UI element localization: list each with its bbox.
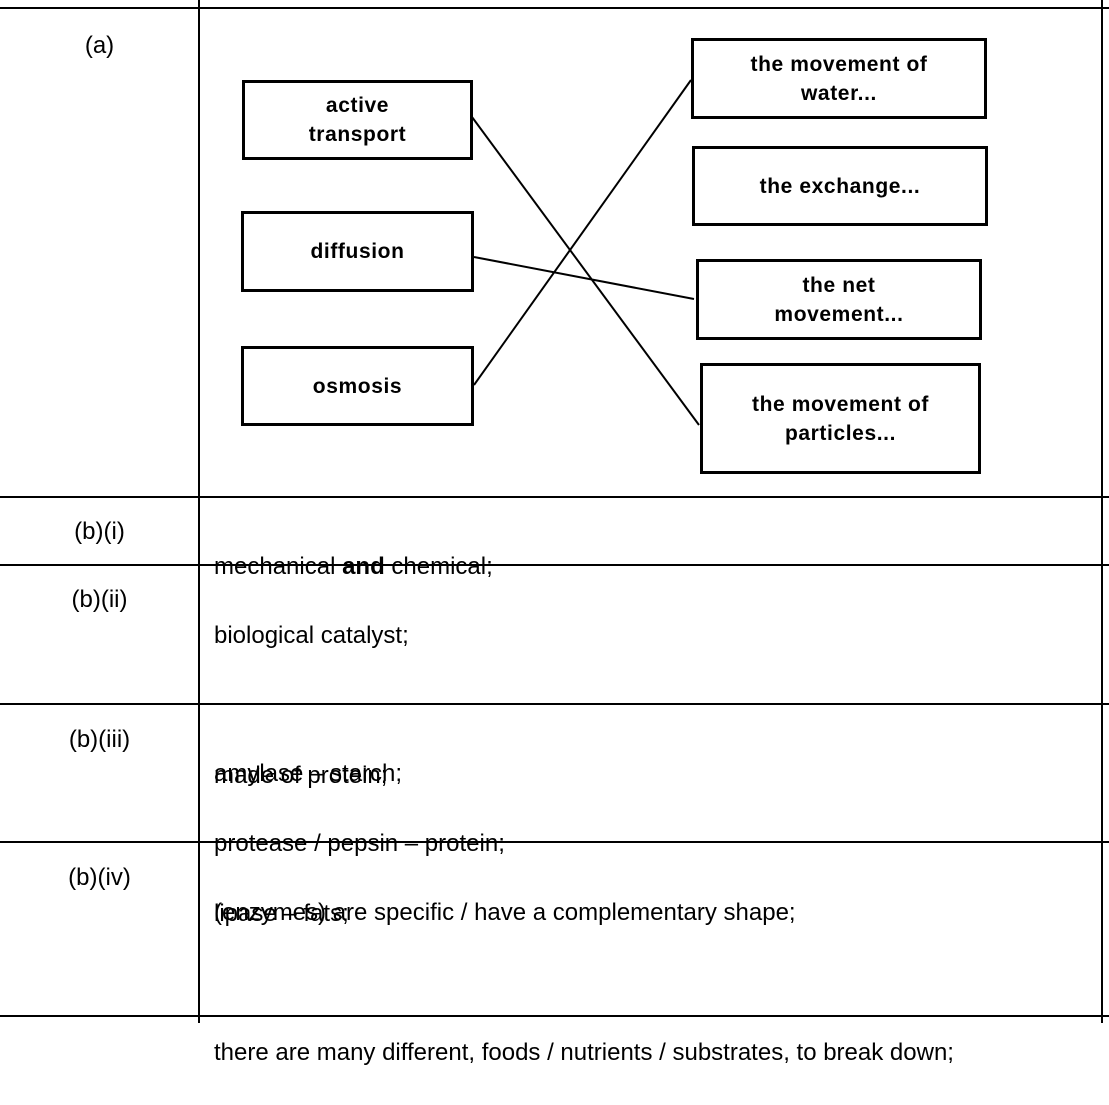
answer-text: mechanical [214, 553, 343, 580]
matching-lines [471, 79, 700, 426]
row-divider [0, 496, 1109, 498]
question-label-b-i: (b)(i) [74, 518, 125, 545]
row-divider [0, 703, 1109, 705]
row-divider [0, 1015, 1109, 1017]
column-divider [198, 0, 200, 1023]
answer-line: made of protein; [214, 762, 388, 789]
answer-b-i: mechanical and chemical; [214, 514, 1094, 584]
answer-b-ii: biological catalyst; made of protein; [214, 583, 1094, 828]
answer-line: amylase – starch; [214, 760, 403, 787]
answer-emphasis: and [342, 553, 385, 580]
definition-box-movement-of-water: the movement of water... [691, 38, 987, 119]
answer-text: chemical; [384, 553, 493, 580]
question-label-b-iv: (b)(iv) [68, 864, 131, 891]
match-line-diffusion [473, 256, 695, 300]
answer-line: there are many different, foods / nutrie… [214, 1039, 954, 1066]
term-box-active-transport: active transport [242, 80, 473, 160]
question-label-a: (a) [84, 32, 115, 59]
question-label-b-ii: (b)(ii) [71, 586, 128, 613]
answer-b-iv: (enzymes) are specific / have a compleme… [214, 860, 1094, 1105]
column-divider [1101, 0, 1103, 1023]
match-line-active-transport [471, 116, 700, 426]
term-box-osmosis: osmosis [241, 346, 474, 426]
definition-box-exchange: the exchange... [692, 146, 988, 226]
row-divider [0, 841, 1109, 843]
answer-b-iii: amylase – starch; protease / pepsin – pr… [214, 721, 1094, 966]
term-box-diffusion: diffusion [241, 211, 474, 292]
definition-box-movement-of-particles: the movement of particles... [700, 363, 981, 474]
row-divider [0, 564, 1109, 566]
answer-line: protease / pepsin – protein; [214, 830, 505, 857]
question-label-b-iii: (b)(iii) [68, 726, 131, 753]
match-line-osmosis [473, 79, 692, 386]
definition-box-net-movement: the net movement... [696, 259, 982, 340]
row-divider [0, 7, 1109, 9]
answer-line: (enzymes) are specific / have a compleme… [214, 899, 796, 926]
answer-line: biological catalyst; [214, 622, 409, 649]
answer-line: lipase – fats; [214, 900, 349, 927]
